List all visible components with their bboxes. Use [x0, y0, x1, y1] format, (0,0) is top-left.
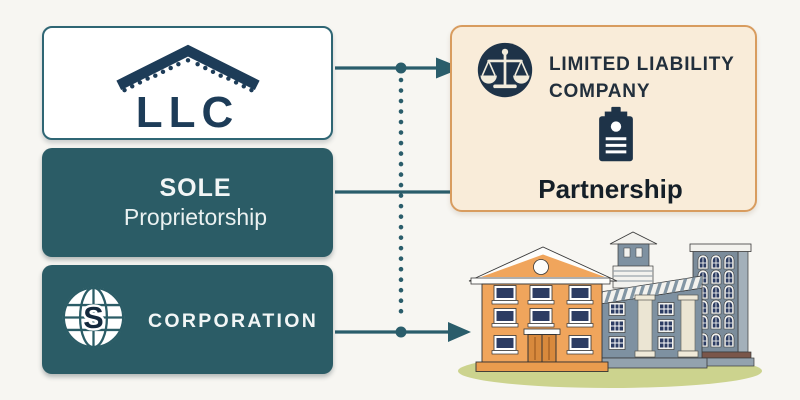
front-door — [523, 328, 561, 363]
columns — [634, 294, 699, 358]
llc-company-title: LIMITED LIABILITY COMPANY — [549, 51, 735, 105]
sole-proprietorship-box: SOLE Proprietorship — [42, 148, 333, 257]
arrowhead-to-llc-company-icon — [436, 57, 462, 79]
llc-company-box: LIMITED LIABILITY COMPANY Partnership — [450, 25, 757, 212]
llc-company-title-line1: LIMITED LIABILITY — [549, 54, 735, 75]
buildings-illustration — [458, 231, 762, 388]
partnership-label: Partnership — [538, 174, 683, 204]
roof-icon — [115, 44, 260, 93]
pediment-round-window — [533, 259, 549, 275]
globe-icon: S — [62, 286, 125, 349]
corporation-label: CORPORATION — [148, 310, 319, 332]
clipboard-icon — [599, 106, 633, 162]
orange-building — [468, 246, 618, 372]
corporation-box: S CORPORATION — [42, 265, 333, 374]
sole-label-line1: SOLE — [159, 174, 232, 202]
tower-windows — [697, 254, 735, 348]
llc-box: LLC — [42, 26, 333, 140]
roof-dots — [121, 58, 254, 93]
globe-letter: S — [83, 301, 103, 335]
llc-label: LLC — [135, 88, 240, 137]
sole-label-line2: Proprietorship — [123, 204, 268, 230]
llc-company-title-line2: COMPANY — [549, 81, 651, 102]
classical-building — [597, 231, 708, 369]
scales-icon — [477, 42, 533, 98]
junction-dot-top — [395, 62, 407, 74]
arrowhead-to-buildings-icon — [448, 322, 471, 342]
